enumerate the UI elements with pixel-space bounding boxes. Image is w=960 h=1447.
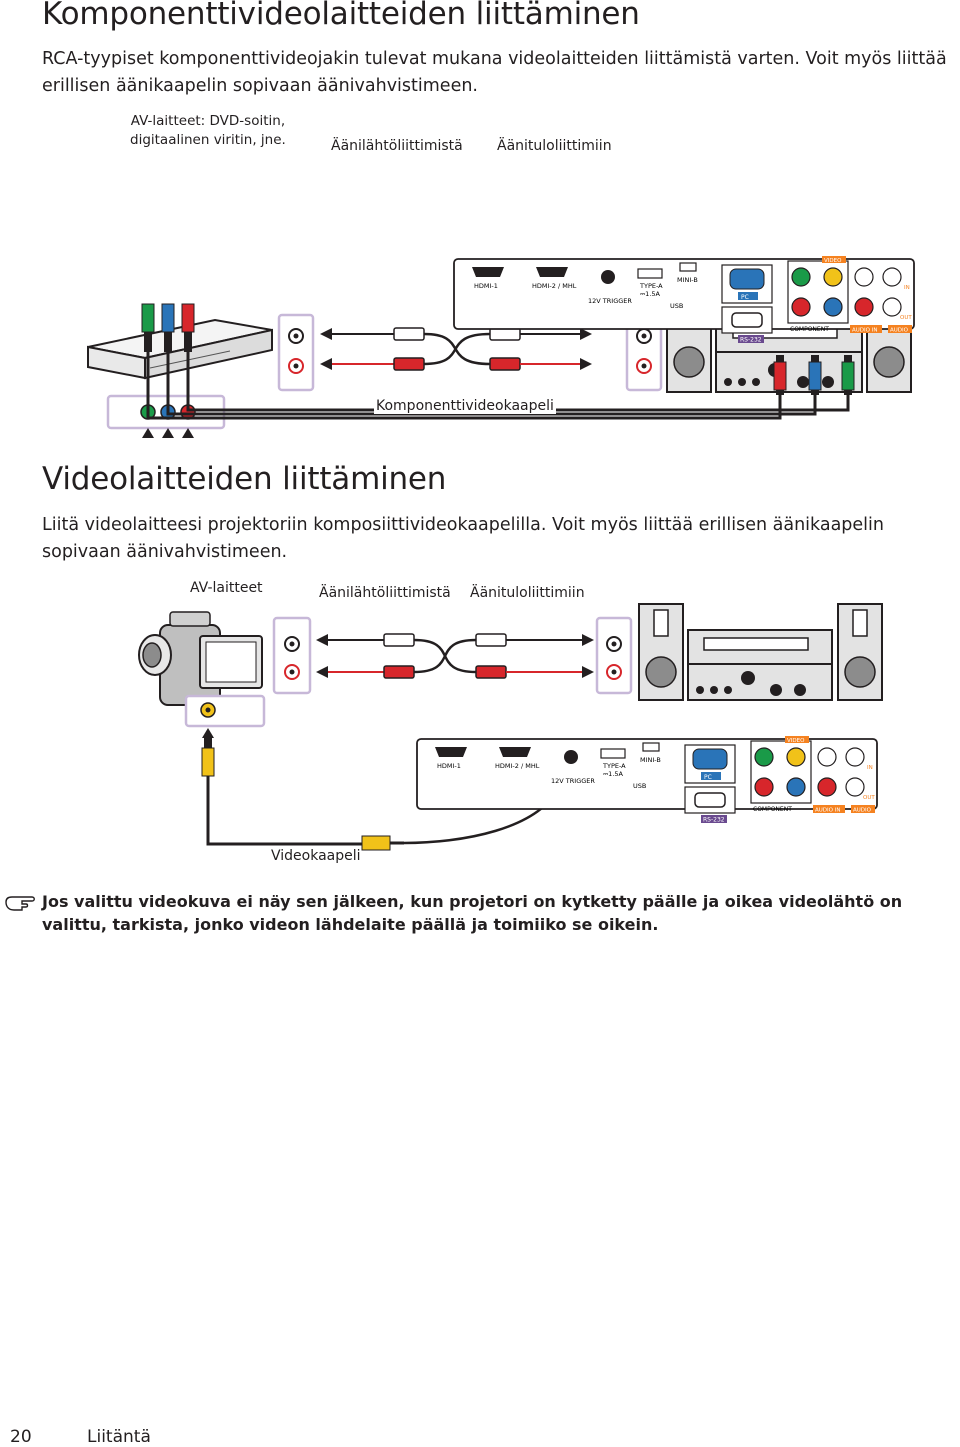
stereo-system-icon-2 xyxy=(638,603,883,701)
svg-text:HDMI-2 / MHL: HDMI-2 / MHL xyxy=(495,762,540,770)
mini-b-label: MINI-B xyxy=(677,276,698,284)
svg-text:⎓1.5A: ⎓1.5A xyxy=(603,770,624,778)
audio-out-label-2: Äänilähtöliittimistä xyxy=(319,585,451,601)
svg-text:AUDIO: AUDIO xyxy=(853,808,872,814)
svg-text:AUDIO: AUDIO xyxy=(890,328,909,334)
svg-text:AUDIO IN: AUDIO IN xyxy=(815,808,840,814)
section-intro-component: RCA-tyypiset komponenttivideojakin tulev… xyxy=(42,49,947,96)
projector-panel-2: HDMI-1 HDMI-2 / MHL 12V TRIGGER TYPE-A ⎓… xyxy=(416,736,878,824)
audio-in-panel-label: AUDIO IN xyxy=(852,328,877,334)
svg-text:12V TRIGGER: 12V TRIGGER xyxy=(551,777,595,785)
camcorder-icon xyxy=(138,611,263,706)
av-device-label: AV-laitteet xyxy=(190,580,263,596)
pointing-hand-icon xyxy=(5,896,35,911)
svg-text:IN: IN xyxy=(867,765,873,771)
section-intro-video: Liitä videolaitteesi projektoriin kompos… xyxy=(42,515,884,562)
audio-out-ports xyxy=(277,313,315,392)
svg-text:OUT: OUT xyxy=(900,315,912,321)
svg-text:PC: PC xyxy=(704,774,712,781)
component-label: COMPONENT xyxy=(790,326,829,333)
page-number: 20 xyxy=(10,1427,32,1447)
video-cable-label: Videokaapeli xyxy=(271,848,361,864)
svg-text:VIDEO: VIDEO xyxy=(787,738,805,744)
hdmi1-label: HDMI-1 xyxy=(474,282,498,290)
section-title-component: Komponenttivideolaitteiden liittäminen xyxy=(42,0,640,32)
device-label: AV-laitteet: DVD-soitin, digitaalinen vi… xyxy=(130,113,286,148)
video-out-port xyxy=(184,694,266,728)
footer-section: Liitäntä xyxy=(87,1427,151,1447)
component-connection-diagram xyxy=(87,295,912,438)
video-cable-icon xyxy=(201,728,641,851)
svg-text:MINI-B: MINI-B xyxy=(640,756,661,764)
note-text: Jos valittu videokuva ei näy sen jälkeen… xyxy=(42,892,903,934)
audio-out-label: Äänilähtöliittimistä xyxy=(331,138,463,154)
video-label: VIDEO xyxy=(824,258,842,264)
audio-in-ports-2 xyxy=(595,616,633,695)
audio-cable-icon-2 xyxy=(316,633,594,679)
svg-text:COMPONENT: COMPONENT xyxy=(753,806,792,813)
svg-text:OUT: OUT xyxy=(863,795,875,801)
svg-text:TYPE-A: TYPE-A xyxy=(602,762,626,770)
component-cable-icon xyxy=(142,428,194,438)
projector-panel-1: HDMI-1 HDMI-2 / MHL 12V TRIGGER TYPE-A ⎓… xyxy=(453,256,915,344)
hdmi2-label: HDMI-2 / MHL xyxy=(532,282,577,290)
audio-in-ports xyxy=(625,313,663,392)
audio-cable-icon xyxy=(320,327,592,371)
svg-text:⎓1.5A: ⎓1.5A xyxy=(640,290,661,298)
component-cable-label: Komponenttivideokaapeli xyxy=(374,398,556,414)
trigger-label: 12V TRIGGER xyxy=(588,297,632,305)
rs232-label: RS-232 xyxy=(740,337,762,344)
svg-text:USB: USB xyxy=(633,782,646,790)
audio-in-label-2: Äänituloliittimiin xyxy=(470,585,585,601)
svg-text:IN: IN xyxy=(904,285,910,291)
svg-text:RS-232: RS-232 xyxy=(703,817,725,824)
audio-out-ports-2 xyxy=(272,616,312,695)
pc-label: PC xyxy=(741,294,749,301)
video-connection-diagram xyxy=(138,603,883,851)
section-title-video: Videolaitteiden liittäminen xyxy=(42,461,447,497)
component-out-ports xyxy=(106,394,226,430)
audio-in-label: Äänituloliittimiin xyxy=(497,138,612,154)
svg-text:HDMI-1: HDMI-1 xyxy=(437,762,461,770)
usb-label: USB xyxy=(670,302,683,310)
type-a-label: TYPE-A xyxy=(639,282,663,290)
